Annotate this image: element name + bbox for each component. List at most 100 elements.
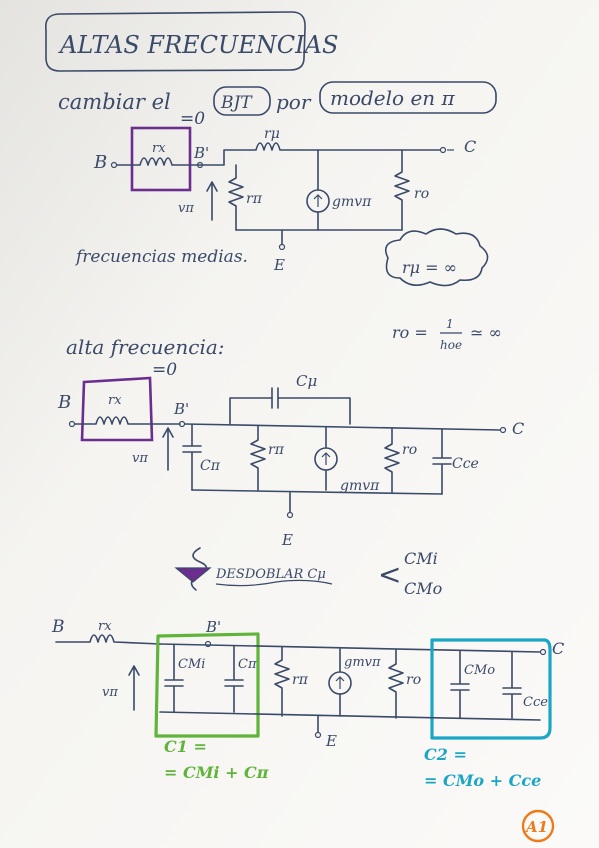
page-mark: A1 (524, 818, 548, 836)
vpi-arrow-icon-3 (128, 665, 140, 711)
vpi-label-3: vπ (102, 685, 118, 700)
rpi-label-2: rπ (268, 442, 285, 458)
node-c-label-2: C (512, 419, 524, 438)
rx-resistor (116, 157, 201, 166)
node-e-label-2: E (281, 531, 293, 549)
title-box (44, 11, 306, 72)
cpi-label-3: Cπ (238, 657, 257, 672)
rx-resistor-3 (55, 634, 161, 645)
rpi-resistor-2 (250, 425, 266, 491)
purple-arrowhead-icon (174, 567, 212, 583)
current-source-icon-2 (314, 447, 338, 471)
ro-equation-rhs: ≃ ∞ (470, 323, 502, 342)
c1-formula-line2: = CMi + Cπ (164, 763, 269, 782)
cce-label-3: Cce (523, 695, 548, 710)
ro-equation-numerator: 1 (446, 317, 454, 331)
split-underline (215, 579, 333, 587)
vpi-arrow-icon-2 (162, 427, 174, 471)
emitter-wire-2 (191, 489, 443, 513)
current-source-icon (306, 189, 330, 213)
node-e-terminal-2 (286, 511, 294, 519)
vpi-label-2: vπ (132, 451, 148, 466)
rx-zero-note: =0 (180, 109, 205, 129)
bjt-box (213, 86, 271, 116)
ro-resistor-2 (384, 427, 400, 493)
node-c-label-3: C (552, 639, 564, 658)
node-b-label-2: B (57, 392, 71, 413)
node-bprime-label-2: B' (173, 400, 189, 418)
model-box (319, 81, 497, 114)
rx-resistor-2 (74, 416, 181, 425)
c2-formula-line2: = CMo + Cce (424, 771, 541, 790)
split-branch-top: CMi (404, 549, 438, 568)
rx-highlight-box-2 (80, 376, 154, 442)
cmi-label: CMi (178, 657, 205, 672)
rpi-label-3: rπ (292, 672, 309, 688)
split-brace-icon: < (378, 558, 401, 591)
circuit-mid-frequency: =0 B rx B' rμ C rπ gmvπ ro E vπ (93, 109, 476, 274)
split-instruction: DESDOBLAR Cμ (215, 567, 326, 582)
split-branch-bottom: CMo (404, 579, 442, 598)
node-b-label: B (93, 152, 107, 173)
rpi-resistor (228, 164, 244, 231)
top-wire-3 (159, 643, 541, 653)
rx-highlight-box (130, 126, 192, 192)
ro-label-2: ro (402, 442, 417, 458)
source-label-3: gmvπ (344, 655, 381, 670)
c2-highlight-box (430, 638, 552, 740)
high-frequency-heading: alta frecuencia: (66, 335, 225, 359)
c1-formula-line1: C1 = (164, 737, 207, 756)
cpi-capacitor (182, 424, 202, 491)
source-arrow-icon-2 (321, 452, 331, 465)
mid-frequency-caption: frecuencias medias. (74, 247, 248, 267)
rmu-label: rμ (264, 126, 280, 142)
bjt-label: BJT (220, 93, 253, 113)
rmu-branch (199, 142, 441, 166)
node-b-label-3: B (51, 617, 65, 637)
node-c-terminal (439, 146, 447, 154)
vpi-arrow-icon (206, 181, 218, 221)
node-bprime-label-3: B' (205, 618, 221, 636)
source-label-2: gmvπ (340, 478, 380, 494)
node-e-label: E (273, 256, 285, 274)
source-arrow-icon-3 (335, 676, 345, 689)
cce-capacitor-3 (502, 651, 522, 719)
rpi-label: rπ (246, 191, 263, 207)
circuit-high-frequency: =0 B rx B' Cμ C Cπ rπ gmvπ ro Cce (57, 360, 524, 549)
node-e-terminal (278, 243, 286, 251)
rx-label: rx (152, 141, 166, 156)
vpi-label: vπ (178, 201, 194, 216)
emitter-wire-3 (159, 711, 541, 733)
ro-resistor (394, 149, 410, 231)
cmu-branch (229, 397, 351, 425)
ro-label: ro (414, 186, 429, 202)
cmu-capacitor (271, 387, 279, 409)
ro-resistor-3 (388, 649, 404, 719)
node-bprime-terminal-3 (204, 640, 212, 648)
c2-formula-line1: C2 = (424, 745, 467, 764)
cmo-capacitor (450, 650, 470, 719)
cpi-label: Cπ (200, 458, 221, 474)
node-e-terminal-3 (314, 731, 322, 739)
ro-equation-denominator: hoe (440, 338, 462, 352)
current-source-icon-3 (328, 671, 352, 695)
node-c-terminal-2 (499, 426, 507, 434)
subtitle-verb: cambiar el (58, 90, 171, 114)
c1-highlight-box (154, 632, 260, 738)
page-mark-circle (521, 809, 555, 843)
cce-label: Cce (452, 456, 479, 472)
cce-capacitor (432, 428, 452, 495)
rx-zero-note-2: =0 (152, 360, 177, 380)
cmi-capacitor (164, 644, 184, 713)
cloud-note-shape (384, 228, 489, 287)
node-c-label: C (464, 137, 476, 156)
top-wire-2 (184, 423, 501, 431)
cloud-note: rμ = ∞ (402, 258, 457, 277)
subtitle-connector: por (276, 90, 312, 114)
cmo-label: CMo (464, 663, 495, 678)
rpi-resistor-3 (274, 646, 290, 717)
source-arrow-icon (313, 194, 323, 207)
node-e-label-3: E (325, 732, 337, 750)
